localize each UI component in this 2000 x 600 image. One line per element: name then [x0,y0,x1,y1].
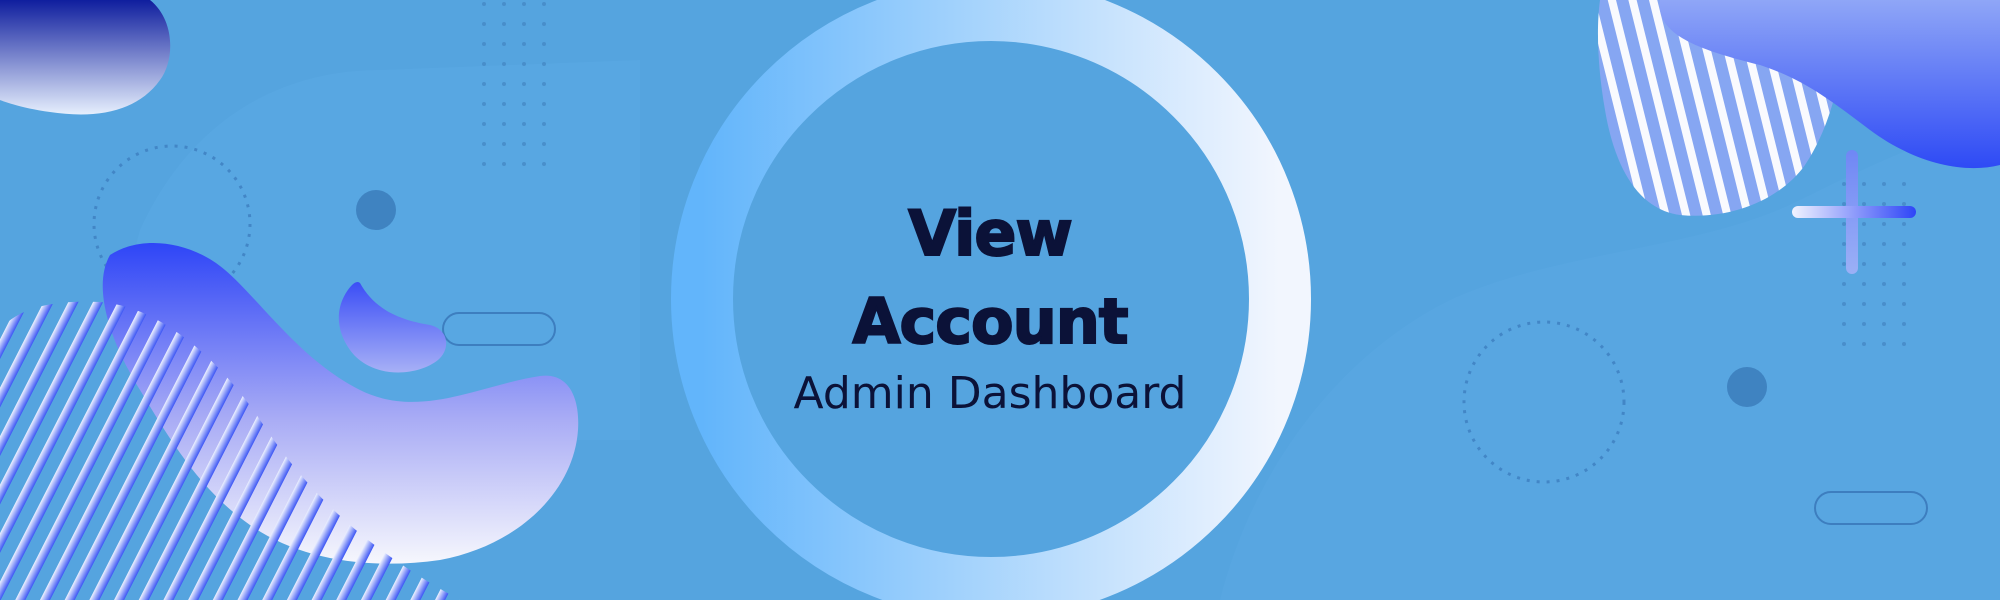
dotted-circle-right [1462,320,1626,484]
bg-soft-shape-right [1220,120,2000,600]
top-right-blob [1659,0,2000,169]
pill-outline-left [442,312,556,346]
dot-grid-left [470,0,550,180]
title-block: View Account Admin Dashboard [690,190,1290,450]
droplet-shape [338,281,447,373]
title-line-account: Account [852,284,1130,359]
subtitle-admin-dashboard: Admin Dashboard [793,368,1187,419]
pill-outline-right [1814,491,1928,525]
small-dot-left [356,190,396,230]
plus-horizontal [1792,206,1916,218]
small-dot-right [1727,367,1767,407]
center-ring [671,0,1311,600]
title-line-view: View [907,196,1073,271]
top-left-blob [0,0,171,115]
